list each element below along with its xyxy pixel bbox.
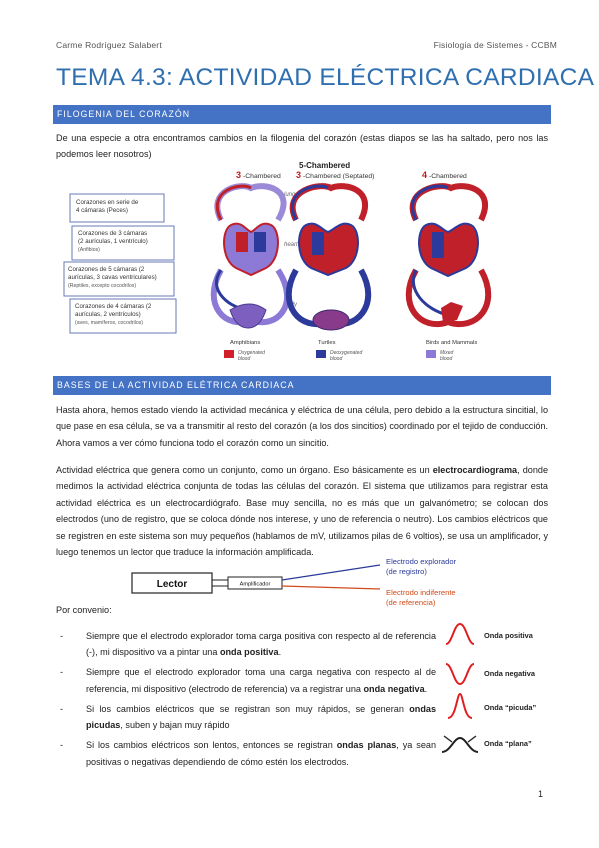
legend-mixed-2: blood — [440, 356, 452, 362]
ecg-circuit-figure: Lector Amplificador Electrodo explorador… — [131, 557, 457, 607]
turtle-circulation-diagram — [285, 183, 372, 331]
reference-electrode-wire — [281, 585, 381, 590]
box-4-line1: Corazones de 4 cámaras (2 — [75, 303, 152, 310]
reference-electrode-label-2: (de referencia) — [386, 598, 436, 607]
lector-box — [131, 572, 213, 594]
box-3-line2: aurículas, 3 cavas ventriculares) — [68, 274, 157, 281]
row-label-lungs: lungs — [284, 192, 298, 198]
term-electrocardiograma: electrocardiograma — [432, 465, 518, 475]
box-3-line1: Corazones de 5 cámaras (2 — [68, 266, 145, 273]
explorer-electrode-wire — [281, 564, 381, 581]
box-2-line1: Corazones de 3 cámaras — [78, 230, 147, 237]
animal-label-birds-mammals: Birds and Mammals — [426, 340, 477, 346]
section2-paragraph-1: Hasta ahora, hemos estado viendo la acti… — [56, 405, 548, 448]
col3-title: -Chambered — [429, 173, 467, 180]
reference-electrode-label-1: Electrodo indiferente — [386, 588, 456, 597]
box-2-line2: (2 aurículas, 1 ventrículo) — [78, 238, 148, 245]
flat-wave-icon — [441, 736, 479, 753]
convention-list: -Siempre que el electrodo explorador tom… — [56, 628, 436, 774]
legend-oxygenated-2: blood — [238, 356, 250, 362]
positive-wave-icon — [445, 622, 475, 645]
wave-types-figure: Onda positiva Onda negativa Onda “picuda… — [441, 622, 536, 753]
box-2-note: (Anfibios) — [78, 247, 100, 253]
mammal-circulation-diagram — [405, 183, 492, 327]
col3-num: 4 — [422, 170, 427, 180]
wave-label-peaked: Onda “picuda” — [484, 703, 536, 712]
wave-label-flat: Onda “plana” — [484, 739, 532, 748]
negative-wave-icon — [445, 663, 475, 686]
section-heading-bases: BASES DE LA ACTIVIDAD ELÉTRICA CARDIACA — [53, 376, 551, 395]
amplifier-label: Amplificador — [240, 582, 271, 588]
box-4-note: (aves, mamíferos, cocodrilos) — [75, 320, 143, 326]
chamber-boxes: Corazones en serie de 4 cámaras (Peces) … — [63, 193, 177, 334]
page-title: TEMA 4.3: ACTIVIDAD ELÉCTRICA CARDIACA — [56, 64, 595, 91]
list-item: -Siempre que el electrodo explorador tom… — [60, 667, 436, 694]
section1-paragraph: De una especie a otra encontramos cambio… — [56, 133, 548, 160]
explorer-electrode-label-1: Electrodo explorador — [386, 557, 457, 566]
box-1-line2: 4 cámaras (Peces) — [76, 207, 128, 214]
legend-deoxygenated-1: Deoxygenated — [330, 350, 362, 356]
header-author: Carme Rodríguez Salabert — [56, 40, 162, 50]
legend-deoxygenated-2: blood — [330, 356, 342, 362]
col2-top-title: 5-Chambered — [299, 161, 350, 170]
amplifier-box — [227, 576, 283, 590]
explorer-electrode-label-2: (de registro) — [386, 567, 427, 576]
animal-label-amphibians: Amphibians — [230, 340, 260, 346]
col1-num: 3 — [236, 170, 241, 180]
header-course: Fisiologia de Sistemes - CCBM — [433, 40, 557, 50]
lector-label: Lector — [157, 579, 188, 590]
col1-title: -Chambered — [243, 173, 281, 180]
section2-paragraph-2: Actividad eléctrica que genera como un c… — [56, 465, 548, 558]
list-item: -Si los cambios eléctricos que se regist… — [60, 703, 436, 731]
wave-label-positive: Onda positiva — [484, 631, 534, 640]
amphibian-circulation-diagram — [210, 183, 291, 329]
legend-mixed-1: Mixed — [440, 350, 454, 356]
heart-phylogeny-figure: Corazones en serie de 4 cámaras (Peces) … — [63, 161, 492, 362]
list-item: - Si los cambios eléctricos son lentos, … — [60, 740, 436, 767]
page-number: 1 — [537, 789, 543, 799]
box-4-line2: aurículas, 2 ventrículos) — [75, 311, 141, 318]
box-3-note: (Reptiles, excepto cocodrilos) — [68, 283, 136, 289]
row-label-heart: heart — [284, 242, 298, 248]
legend-oxygenated-1: Oxygenated — [238, 350, 265, 356]
blood-legend: Oxygenated blood Deoxygenated blood Mixe… — [224, 350, 454, 362]
animal-label-turtles: Turtles — [318, 340, 336, 346]
list-item: -Siempre que el electrodo explorador tom… — [60, 631, 436, 658]
convention-label: Por convenio: — [56, 605, 112, 615]
section-heading-filogenia: FILOGENIA DEL CORAZÓN — [53, 105, 551, 124]
box-1-line1: Corazones en serie de — [76, 199, 139, 206]
col2-num: 3 — [296, 170, 301, 180]
flat-wave-arrows-icon — [443, 735, 477, 743]
wave-label-negative: Onda negativa — [484, 669, 536, 678]
col2-title: -Chambered (Septated) — [303, 173, 374, 180]
peaked-wave-icon — [447, 692, 473, 719]
